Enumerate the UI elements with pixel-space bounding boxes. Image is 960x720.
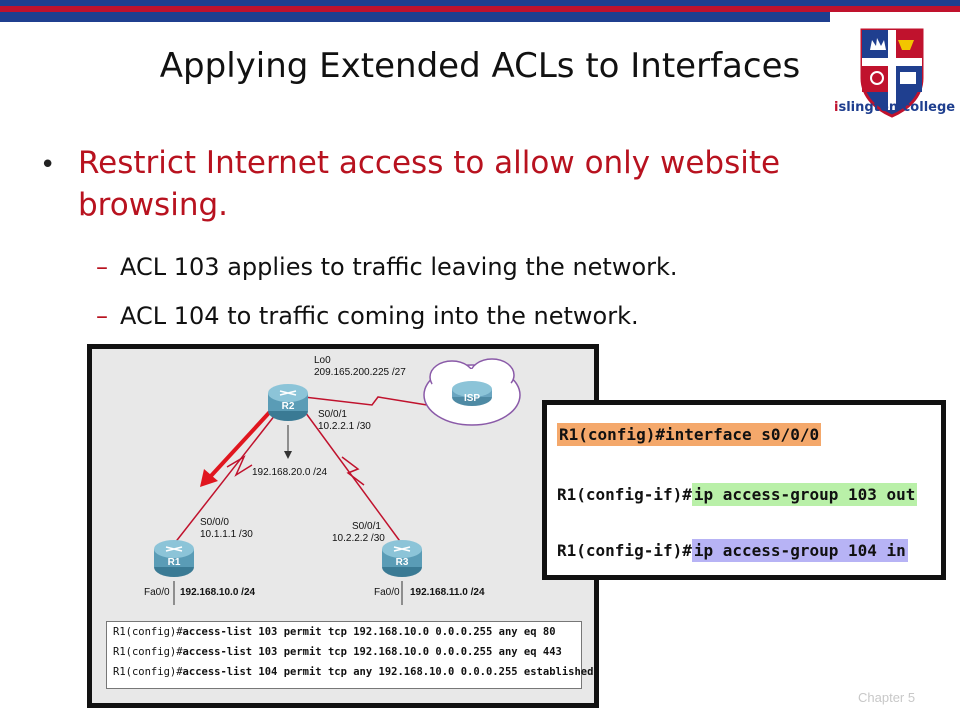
router-r3-label: R3: [396, 557, 409, 568]
link-r2-isp: [303, 396, 428, 406]
router-r2-label: R2: [282, 401, 295, 412]
isp-cloud: ISP: [423, 358, 521, 426]
router-r3: R3: [382, 540, 422, 577]
footer-chapter: Chapter 5: [858, 690, 916, 705]
acl-line-1: R1(config)#access-list 103 permit tcp 19…: [113, 626, 556, 638]
college-logo: [860, 28, 924, 118]
network-diagram: ISP R2 R1: [87, 344, 599, 708]
top-bar-blue-lower: [0, 12, 830, 22]
bullet-marker: •: [40, 150, 56, 180]
config-line-3: R1(config-if)#ip access-group 104 in: [557, 539, 908, 562]
r3-s001-ip: 10.2.2.2 /30: [332, 533, 385, 544]
network-topology: ISP R2 R1: [144, 355, 521, 605]
r1-s000-ip: 10.1.1.1 /30: [200, 529, 253, 540]
r2-s001-ip: 10.2.2.1 /30: [318, 421, 371, 432]
top-bar-red: [0, 6, 960, 12]
r3-lan-label: 192.168.11.0 /24: [410, 587, 485, 598]
main-bullet: Restrict Internet access to allow only w…: [78, 145, 781, 223]
router-r1-label: R1: [168, 557, 181, 568]
config-line-1: R1(config)#interface s0/0/0: [557, 423, 822, 446]
r1-lan-label: 192.168.10.0 /24: [180, 587, 256, 598]
r1-fa00-label: Fa0/0: [144, 587, 170, 598]
sub-item-1: –ACL 103 applies to traffic leaving the …: [96, 253, 678, 281]
sub-item-2: –ACL 104 to traffic coming into the netw…: [96, 302, 639, 330]
isp-label: ISP: [464, 393, 480, 404]
config-line-2: R1(config-if)#ip access-group 103 out: [557, 483, 918, 506]
link-r2-r1: [173, 400, 287, 545]
r3-s001-label: S0/0/1: [352, 521, 381, 532]
acl-config-box: R1(config)#access-list 103 permit tcp 19…: [106, 621, 593, 689]
lo0-ip: 209.165.200.225 /27: [314, 367, 406, 378]
link-r1-r2-label: 192.168.20.0 /24: [252, 467, 328, 478]
slide-title: Applying Extended ACLs to Interfaces: [159, 46, 801, 86]
r2-s001-label: S0/0/1: [318, 409, 347, 420]
r1-s000-label: S0/0/0: [200, 517, 229, 528]
top-bar-blue: [0, 0, 960, 6]
traffic-arrow: [208, 401, 280, 479]
acl-line-2: R1(config)#access-list 103 permit tcp 19…: [113, 646, 562, 658]
lo0-label: Lo0: [314, 355, 331, 366]
router-r2: R2: [268, 384, 308, 421]
college-logo-text: islington college: [834, 100, 956, 115]
interface-config-box: R1(config)#interface s0/0/0 R1(config-if…: [542, 400, 946, 580]
r3-fa00-label: Fa0/0: [374, 587, 400, 598]
acl-line-3: R1(config)#access-list 104 permit tcp an…: [113, 666, 594, 678]
router-r1: R1: [154, 540, 194, 577]
